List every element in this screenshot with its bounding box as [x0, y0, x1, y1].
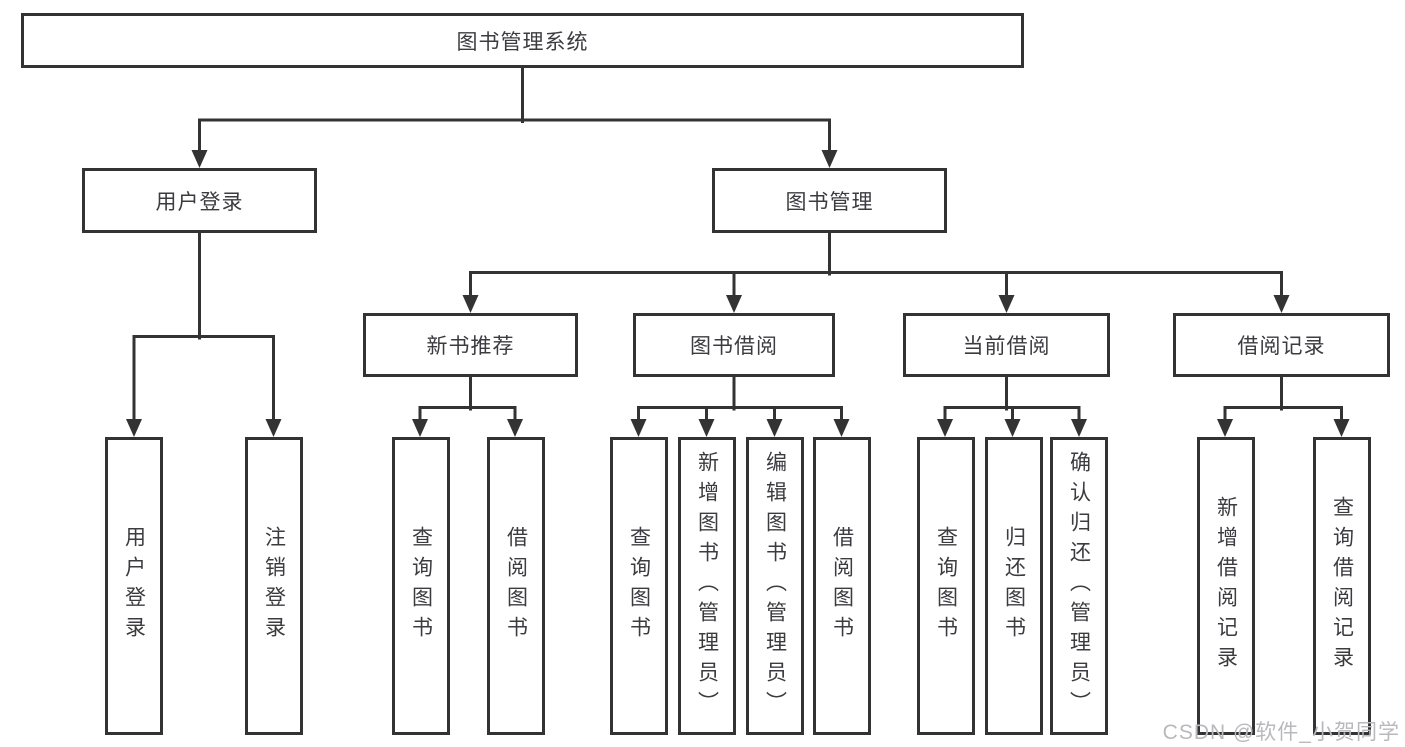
arrowhead [630, 419, 647, 437]
node-label: 图书管理系统 [456, 30, 589, 54]
leaf-label: 查询图书 [627, 526, 651, 646]
connector-current-borrow-children [943, 373, 1081, 422]
node-root-library-system: 图书管理系统 [21, 13, 1024, 68]
leaf-return-books: 归还图书 [985, 437, 1043, 735]
leaf-label: 查询图书 [934, 526, 958, 646]
leaf-add-borrow-record: 新增借阅记录 [1197, 437, 1255, 735]
arrowhead [1071, 419, 1087, 437]
leaf-label: 借阅图书 [830, 526, 854, 646]
node-label: 图书管理 [785, 190, 874, 214]
arrowhead [191, 150, 208, 168]
arrowhead [1333, 419, 1350, 437]
arrowhead [726, 295, 742, 313]
connector-book-borrow-children [637, 373, 843, 422]
connector-new-book-children [418, 373, 517, 422]
leaf-label: 编辑图书（管理员） [763, 451, 787, 721]
arrowhead [937, 419, 953, 437]
node-label: 当前借阅 [962, 335, 1051, 358]
leaf-user-login: 用户登录 [105, 437, 163, 735]
arrowhead [998, 295, 1015, 313]
csdn-watermark: CSDN @软件_小贺同学 [1162, 721, 1400, 744]
node-user-login: 用户登录 [82, 168, 317, 233]
arrowhead [698, 419, 715, 437]
arrowhead [462, 295, 479, 313]
arrowhead [1217, 419, 1233, 437]
node-book-borrow: 图书借阅 [633, 313, 835, 377]
node-label: 借阅记录 [1237, 335, 1326, 358]
leaf-label: 用户登录 [122, 526, 146, 646]
leaf-logout: 注销登录 [245, 437, 303, 735]
node-new-book-recommend: 新书推荐 [363, 313, 578, 377]
leaf-query-borrow-record: 查询借阅记录 [1313, 437, 1371, 735]
node-book-management: 图书管理 [712, 168, 947, 233]
leaf-edit-books-admin: 编辑图书（管理员） [746, 437, 804, 735]
leaf-label: 归还图书 [1002, 526, 1026, 646]
arrowhead [126, 419, 142, 437]
leaf-label: 借阅图书 [504, 526, 528, 646]
arrowhead [412, 419, 428, 437]
leaf-label: 查询借阅记录 [1330, 496, 1354, 676]
leaf-add-books-admin: 新增图书（管理员） [678, 437, 736, 735]
leaf-label: 确认归还（管理员） [1067, 451, 1091, 721]
node-current-borrow: 当前借阅 [903, 313, 1110, 377]
leaf-label: 新增借阅记录 [1214, 496, 1238, 676]
leaf-label: 新增图书（管理员） [695, 451, 719, 721]
node-label: 图书借阅 [690, 335, 778, 358]
leaf-label: 查询图书 [409, 526, 433, 646]
leaf-borrow-books: 借阅图书 [813, 437, 871, 735]
leaf-query-books-recommend: 查询图书 [392, 437, 450, 735]
arrowhead [1273, 295, 1290, 313]
arrowhead [507, 419, 523, 437]
arrowhead [833, 419, 850, 437]
arrowhead [821, 150, 838, 168]
connector-book-mgmt-to-level3 [469, 229, 1283, 298]
leaf-confirm-return-admin: 确认归还（管理员） [1050, 437, 1108, 735]
leaf-borrow-books-recommend: 借阅图书 [487, 437, 545, 735]
arrowhead [1004, 419, 1021, 437]
leaf-label: 注销登录 [262, 526, 286, 646]
leaf-query-books-borrow: 查询图书 [610, 437, 668, 735]
leaf-query-books-current: 查询图书 [917, 437, 975, 735]
arrowhead [766, 419, 783, 437]
connector-borrow-records-children [1223, 373, 1343, 422]
connector-root-to-level2 [198, 64, 831, 153]
node-label: 用户登录 [155, 190, 244, 214]
connector-user-login-children [132, 229, 275, 422]
node-borrow-records: 借阅记录 [1173, 313, 1390, 377]
arrowhead [265, 419, 282, 437]
node-label: 新书推荐 [426, 335, 515, 358]
